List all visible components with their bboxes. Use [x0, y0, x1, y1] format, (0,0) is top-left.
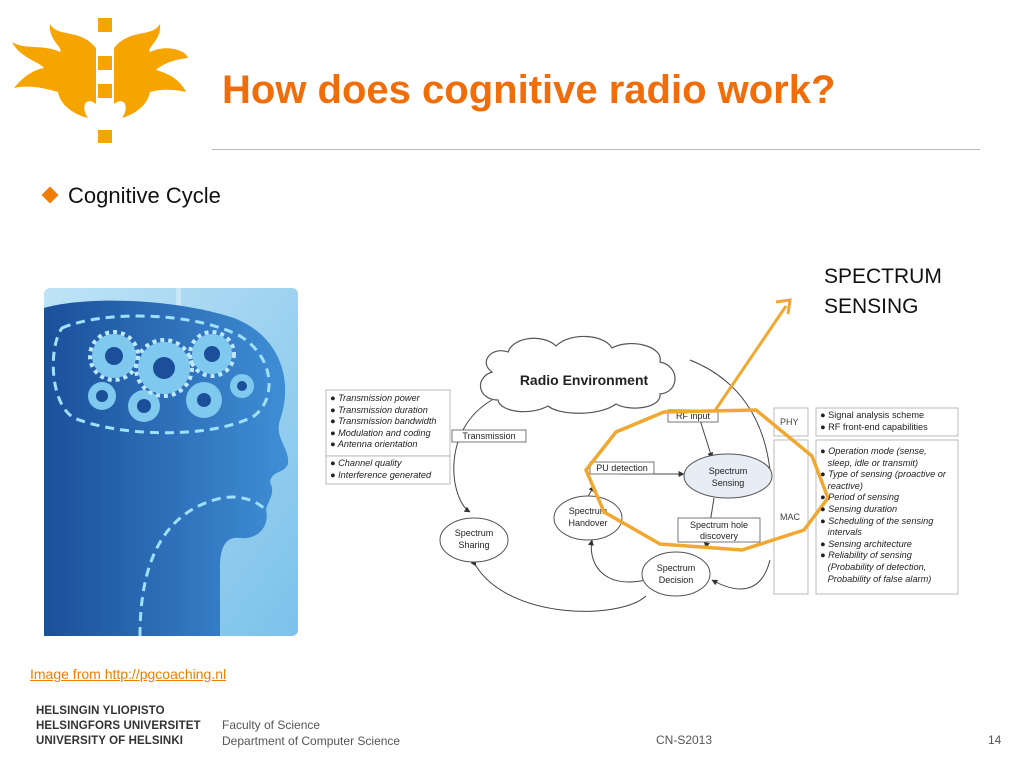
spectrum-handover-text: Spectrum: [569, 506, 608, 516]
slide-title: How does cognitive radio work?: [222, 68, 836, 112]
list-item: (Probability of detection,: [827, 561, 927, 572]
list-item: ● Channel quality: [330, 458, 402, 468]
arrow-handover: [585, 485, 595, 501]
pu-detection-box: [589, 461, 655, 475]
list-item: ● Period of sensing: [820, 492, 900, 503]
list-item: ● RF front-end capabilities: [820, 421, 928, 432]
spectrum-sensing-node: [683, 453, 773, 499]
callout-line: SPECTRUM: [824, 265, 942, 288]
callout-line: SENSING: [824, 295, 919, 318]
list-item: ● Type of sensing (proactive or: [820, 469, 946, 480]
rf-input-box: [667, 409, 719, 423]
pu-detection-label: PU detection: [596, 463, 648, 473]
list-item: ● Interference generated: [330, 469, 432, 480]
radio-environment-cloud: [480, 335, 676, 414]
university-name: HELSINGIN YLIOPISTO HELSINGFORS UNIVERSI…: [36, 704, 201, 749]
spectrum-sensing-text: Spectrum: [709, 466, 748, 476]
list-item: ● Antenna orientation: [330, 439, 418, 450]
spectrum-decision-text: Decision: [659, 575, 694, 585]
list-item: ● Scheduling of the sensing: [820, 515, 934, 526]
list-item: ● Sensing duration: [820, 503, 898, 514]
list-item: ● Transmission duration: [330, 404, 428, 415]
spectrum-sharing-text: Spectrum: [455, 528, 494, 538]
spectrum-hole-discovery-box: [677, 517, 761, 543]
arrow-sensing-to-decision: [703, 497, 715, 549]
mac-box: [773, 439, 809, 595]
list-item: sleep, idle or transmit): [827, 457, 919, 468]
spectrum-sensing-highlight: [583, 408, 830, 552]
rf-input-label: RF input: [676, 411, 711, 421]
brain-gears-illustration: [44, 288, 298, 636]
radio-environment-label: Radio Environment: [520, 372, 649, 388]
callout-arrow-head: [775, 298, 792, 315]
spectrum-decision-text: Spectrum: [657, 563, 696, 573]
page-number: 14: [988, 733, 1002, 747]
spectrum-handover-node: [553, 495, 623, 541]
spectrum-sharing-text: Sharing: [458, 540, 489, 550]
spectrum-hole-discovery-text: discovery: [700, 531, 739, 541]
department-name: Department of Computer Science: [222, 734, 401, 748]
university-name-fi: HELSINGIN YLIOPISTO: [36, 705, 165, 717]
phy-label: PHY: [780, 417, 799, 427]
cycle-arrow: [711, 559, 771, 590]
arrow-decision-to-handover: [588, 539, 647, 583]
mac-params-list: ● Operation mode (sense, sleep, idle or …: [820, 446, 946, 585]
university-name-en: UNIVERSITY OF HELSINKI: [36, 735, 184, 747]
diamond-bullet-icon: [41, 186, 59, 204]
university-flame-logo: [12, 18, 188, 143]
transmission-box: [451, 429, 527, 443]
list-item: intervals: [827, 527, 862, 538]
list-item: ● Transmission bandwidth: [330, 416, 437, 427]
list-item: Probability of false alarm): [827, 573, 932, 584]
cycle-arrow: [470, 559, 647, 612]
spectrum-sharing-node: [439, 517, 509, 563]
spectrum-sensing-callout: SPECTRUM SENSING: [824, 262, 942, 322]
spectrum-decision-node: [641, 551, 711, 597]
bullet-text: Cognitive Cycle: [68, 183, 221, 208]
spectrum-hole-discovery-text: Spectrum hole: [690, 520, 748, 530]
mac-label: MAC: [780, 512, 801, 522]
phy-params-list: ● Signal analysis scheme ● RF front-end …: [820, 410, 928, 433]
list-item: ● Transmission power: [330, 393, 420, 403]
list-item: ● Signal analysis scheme: [820, 410, 925, 420]
list-item: ● Reliability of sensing: [820, 550, 912, 561]
bullet-item: Cognitive Cycle: [40, 183, 221, 209]
channel-params-list: ● Channel quality ● Interference generat…: [330, 458, 431, 481]
spectrum-handover-text: Handover: [568, 518, 607, 528]
faculty-name: Faculty of Science: [222, 718, 321, 732]
list-item: ● Operation mode (sense,: [820, 446, 927, 456]
callout-arrow-line: [712, 305, 788, 413]
transmission-params-list: ● Transmission power ● Transmission dura…: [330, 393, 437, 451]
list-item: ● Modulation and coding: [330, 427, 431, 438]
list-item: reactive): [827, 480, 863, 491]
course-code: CN-S2013: [656, 733, 713, 747]
faculty-info: Faculty of Science Department of Compute…: [222, 717, 400, 749]
title-divider: [212, 149, 980, 150]
spectrum-sensing-text: Sensing: [712, 478, 745, 488]
cycle-arrow: [453, 399, 493, 513]
list-item: ● Sensing architecture: [820, 538, 912, 549]
university-name-sv: HELSINGFORS UNIVERSITET: [36, 720, 201, 732]
cycle-arrow: [689, 359, 771, 471]
arrow-rf-to-sensing: [699, 419, 714, 459]
image-source-link[interactable]: Image from http://pgcoaching.nl: [30, 666, 227, 682]
transmission-label: Transmission: [462, 431, 515, 441]
phy-box: [773, 407, 809, 437]
